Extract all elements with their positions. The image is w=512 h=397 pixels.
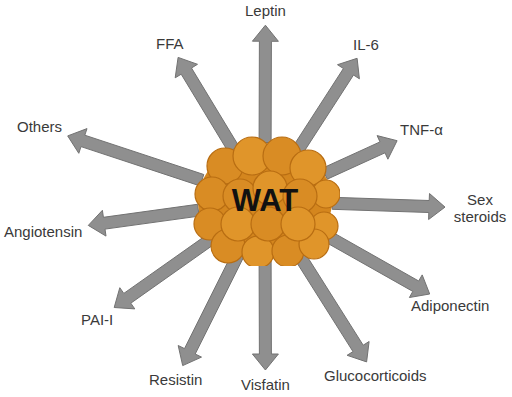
factor-label: Glucocorticoids <box>324 367 427 384</box>
secreted-factor: PAI-I <box>81 311 113 328</box>
block-arrow <box>319 228 430 298</box>
secreted-factor: TNF-α <box>400 121 443 138</box>
secreted-factor: Adiponectin <box>411 297 489 314</box>
block-arrow <box>68 129 204 186</box>
factor-label: FFA <box>156 35 184 52</box>
secreted-factor: Leptin <box>245 2 286 19</box>
secreted-factor: Sex steroids <box>451 191 509 226</box>
secreted-factor: Resistin <box>149 371 202 388</box>
factor-label: PAI-I <box>81 311 113 328</box>
block-arrow <box>252 260 278 371</box>
factor-label: IL-6 <box>353 36 379 53</box>
factor-label: Angiotensin <box>4 223 82 240</box>
tissue-blob: WAT <box>190 136 340 266</box>
secreted-factor: Glucocorticoids <box>324 367 427 384</box>
tissue-label: WAT <box>232 183 299 219</box>
secreted-factor: Angiotensin <box>4 223 82 240</box>
secreted-factor: IL-6 <box>353 36 379 53</box>
secreted-factor: Others <box>17 118 62 135</box>
secreted-factor: Visfatin <box>241 376 290 393</box>
block-arrow <box>293 58 360 153</box>
factor-label: Adiponectin <box>411 297 489 314</box>
factor-label: Visfatin <box>241 376 290 393</box>
factor-label: Resistin <box>149 371 202 388</box>
block-arrow <box>322 136 397 180</box>
block-arrow <box>332 194 445 220</box>
secreted-factor: FFA <box>156 35 184 52</box>
blob-text-holder: WAT <box>190 136 340 266</box>
block-arrow <box>178 252 243 366</box>
factor-label: TNF-α <box>400 121 443 138</box>
block-arrow <box>292 249 369 362</box>
factor-label: Sex steroids <box>451 191 509 226</box>
factor-label: Others <box>17 118 62 135</box>
block-arrow <box>252 25 278 142</box>
block-arrow <box>114 233 216 309</box>
block-arrow <box>175 57 239 152</box>
factor-label: Leptin <box>245 2 286 19</box>
block-arrow <box>88 204 199 236</box>
